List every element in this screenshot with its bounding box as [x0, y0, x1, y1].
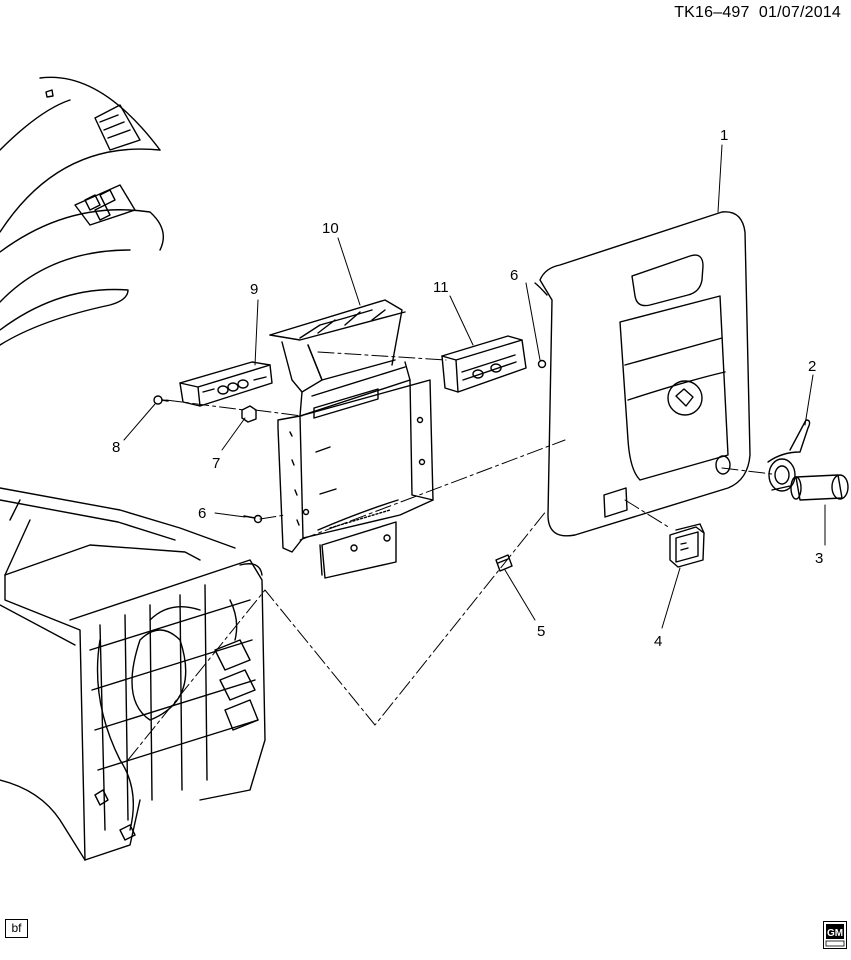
- diagram-date: 01/07/2014: [758, 4, 841, 21]
- callout-8: 8: [112, 439, 120, 456]
- callout-9: 9: [250, 281, 258, 298]
- part-4-module: [669, 523, 705, 568]
- part-7-nut: [241, 405, 257, 423]
- part-11-control: [441, 335, 527, 393]
- diagram-id-and-date: TK16–497 01/07/2014: [674, 4, 841, 22]
- callout-5: 5: [537, 623, 545, 640]
- callout-11: 11: [433, 279, 449, 296]
- callout-6-lower: 6: [198, 505, 206, 522]
- part-8-screw: [153, 395, 169, 405]
- part-1-trim-panel: [534, 211, 751, 537]
- callout-4: 4: [654, 633, 662, 650]
- callout-1: 1: [720, 127, 728, 144]
- part-6-screw-lower: [243, 514, 263, 524]
- callout-3: 3: [815, 550, 823, 567]
- callout-leaders: [123, 144, 826, 629]
- revision-tag: bf: [5, 919, 28, 938]
- callout-labels: 1 2 3 4 5 6 6 7 8 9 10 11: [112, 127, 823, 650]
- console-body-outline: [0, 487, 266, 861]
- callout-2: 2: [808, 358, 816, 375]
- part-5-clip: [495, 554, 513, 572]
- part-6-screw-upper: [537, 359, 547, 369]
- part-9-switch-bank: [179, 361, 273, 407]
- gm-logo-text: GM: [827, 928, 843, 939]
- diagram-id: TK16–497: [674, 4, 750, 21]
- part-10-bracket: [269, 299, 434, 579]
- part-3-power-outlet: [790, 474, 849, 501]
- dashboard-outline: [0, 76, 164, 346]
- gm-logo-icon: GM: [823, 921, 847, 949]
- callout-7: 7: [212, 455, 220, 472]
- callout-6-upper: 6: [510, 267, 518, 284]
- callout-10: 10: [322, 220, 339, 237]
- part-2-bezel: [767, 419, 811, 492]
